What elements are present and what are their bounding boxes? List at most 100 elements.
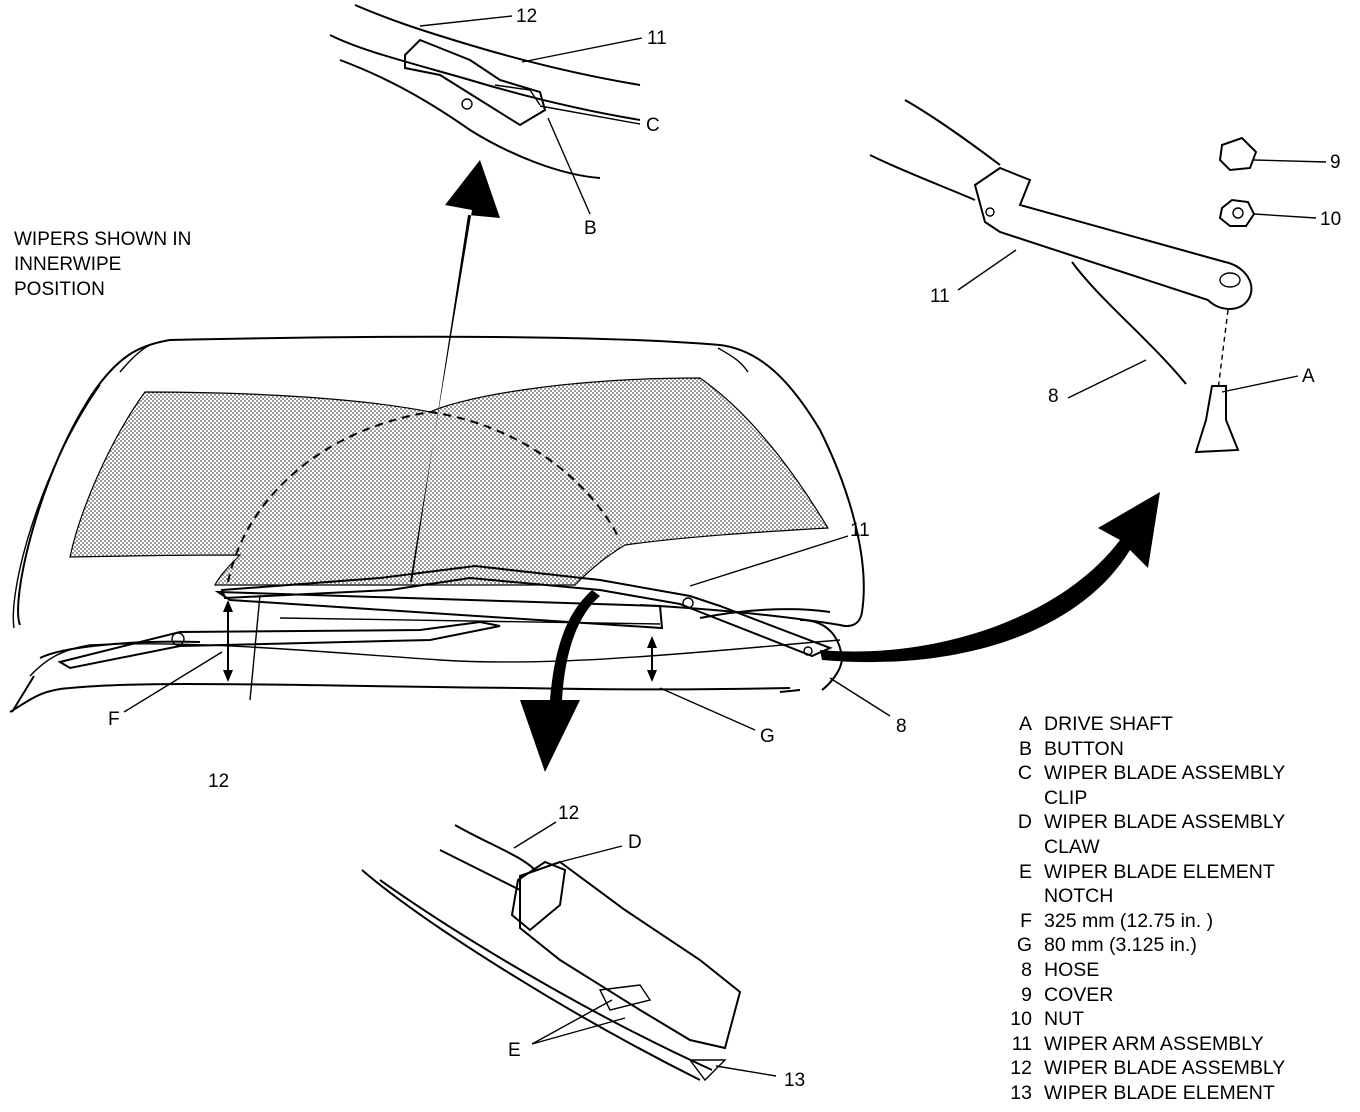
cowl-line-2 [29,639,841,677]
legend-row: 8 HOSE [996,958,1346,983]
legend-text: 325 mm (12.75 in. ) [1044,909,1214,932]
bottom-notch [598,984,652,1011]
callout-main-12: 12 [208,771,229,792]
legend-text: WIPER BLADE ELEMENT [1044,860,1275,883]
legend-text: HOSE [1044,958,1100,981]
top-arm-edge-2 [354,4,641,86]
legend-text: WIPER BLADE ASSEMBLY [1044,811,1286,834]
right-hose [1071,261,1187,385]
callout-bottom-13: 13 [784,1070,805,1091]
top-blade-edge [339,59,601,179]
leader-main-11 [689,535,849,587]
leader-right-a [1221,375,1299,393]
leader-right-8 [1067,359,1147,399]
callout-right-11: 11 [930,286,950,307]
callout-bottom-d: D [628,832,642,853]
callout-main-8: 8 [896,716,907,737]
legend-row: E WIPER BLADE ELEMENT [996,860,1346,885]
callout-main-f: F [108,709,120,730]
right-arm [973,166,1253,310]
callout-right-a: A [1302,366,1315,387]
caption-line-1: WIPERS SHOWN IN [14,229,191,250]
caption-line-3: POSITION [14,279,105,300]
dimension-g [647,636,657,682]
arrow-to-top-detail [398,160,500,582]
legend-text: BUTTON [1044,737,1124,760]
legend-row: NOTCH [996,884,1346,909]
windshield-glass [69,377,830,586]
leader-main-f [123,651,223,713]
legend-key: 8 [1021,958,1032,981]
legend-text: DRIVE SHAFT [1044,713,1173,735]
callout-top-12: 12 [516,6,537,27]
leader-top-c [539,105,641,125]
leader-bottom-13 [715,1065,777,1077]
legend-text: 80 mm (3.125 in.) [1044,934,1197,957]
legend-key [996,786,1032,811]
right-arm-pivot [985,207,995,217]
legend-text: CLIP [1044,786,1088,809]
right-arm-hole [1219,272,1241,288]
leader-top-12 [419,15,513,27]
legend-text: COVER [1044,983,1114,1006]
leader-bottom-d [559,845,623,863]
windshield-frame [17,335,865,628]
legend-row: B BUTTON [996,737,1346,762]
callout-top-11: 11 [647,28,667,49]
leader-right-9 [1253,159,1327,163]
arm-pivot-left [171,632,185,646]
left-edge [11,675,35,713]
legend-key: 11 [1011,1032,1032,1055]
leader-right-11 [957,249,1017,291]
legend-row: CLIP [996,786,1346,811]
legend-key: G [1016,934,1032,957]
top-clip-body [404,38,547,127]
leader-bottom-e2 [531,1017,626,1045]
legend-text: CLAW [1044,835,1100,858]
legend-key: E [1018,860,1032,883]
legend-text: WIPER BLADE ELEMENT [1044,1081,1275,1104]
callout-bottom-12: 12 [558,803,579,824]
legend-text: WIPER BLADE ASSEMBLY [1044,1057,1286,1080]
right-blade-edges [869,99,1001,201]
legend-row: G 80 mm (3.125 in.) [996,933,1346,958]
bottom-blade-body [519,860,742,1050]
nut [1218,198,1256,227]
top-detail: 12 11 C B [329,4,667,239]
bottom-blade-edges [361,869,713,1081]
legend-key: B [1018,737,1032,760]
arrow-to-right-detail [820,492,1160,663]
bottom-arm-edges [439,824,536,891]
cowl-line-1 [9,682,791,713]
windshield-frame-inner [12,344,749,629]
wipe-arc [227,410,621,583]
leader-top-b [547,117,591,215]
callout-top-c: C [646,115,660,136]
cover [1218,136,1258,172]
legend-text: NUT [1044,1008,1085,1031]
leader-main-8 [829,677,891,717]
legend-key [996,884,1032,909]
drive-shaft [1194,385,1240,454]
legend-key: 12 [1010,1057,1032,1080]
leader-main-g [659,687,756,731]
leader-bottom-12 [513,821,557,849]
windshield-view: 11 8 F G 12 [9,160,1160,792]
legend-text: NOTCH [1044,885,1114,908]
dimension-f [223,600,233,682]
wiper-arm-right [220,564,833,658]
left-blade [279,617,661,625]
callout-top-b: B [584,218,597,239]
legend-key: C [1017,762,1032,785]
right-shaft-axis [1217,309,1229,391]
legend-key: 9 [1021,983,1032,1006]
caption: WIPERS SHOWN IN INNERWIPE POSITION [14,229,191,300]
